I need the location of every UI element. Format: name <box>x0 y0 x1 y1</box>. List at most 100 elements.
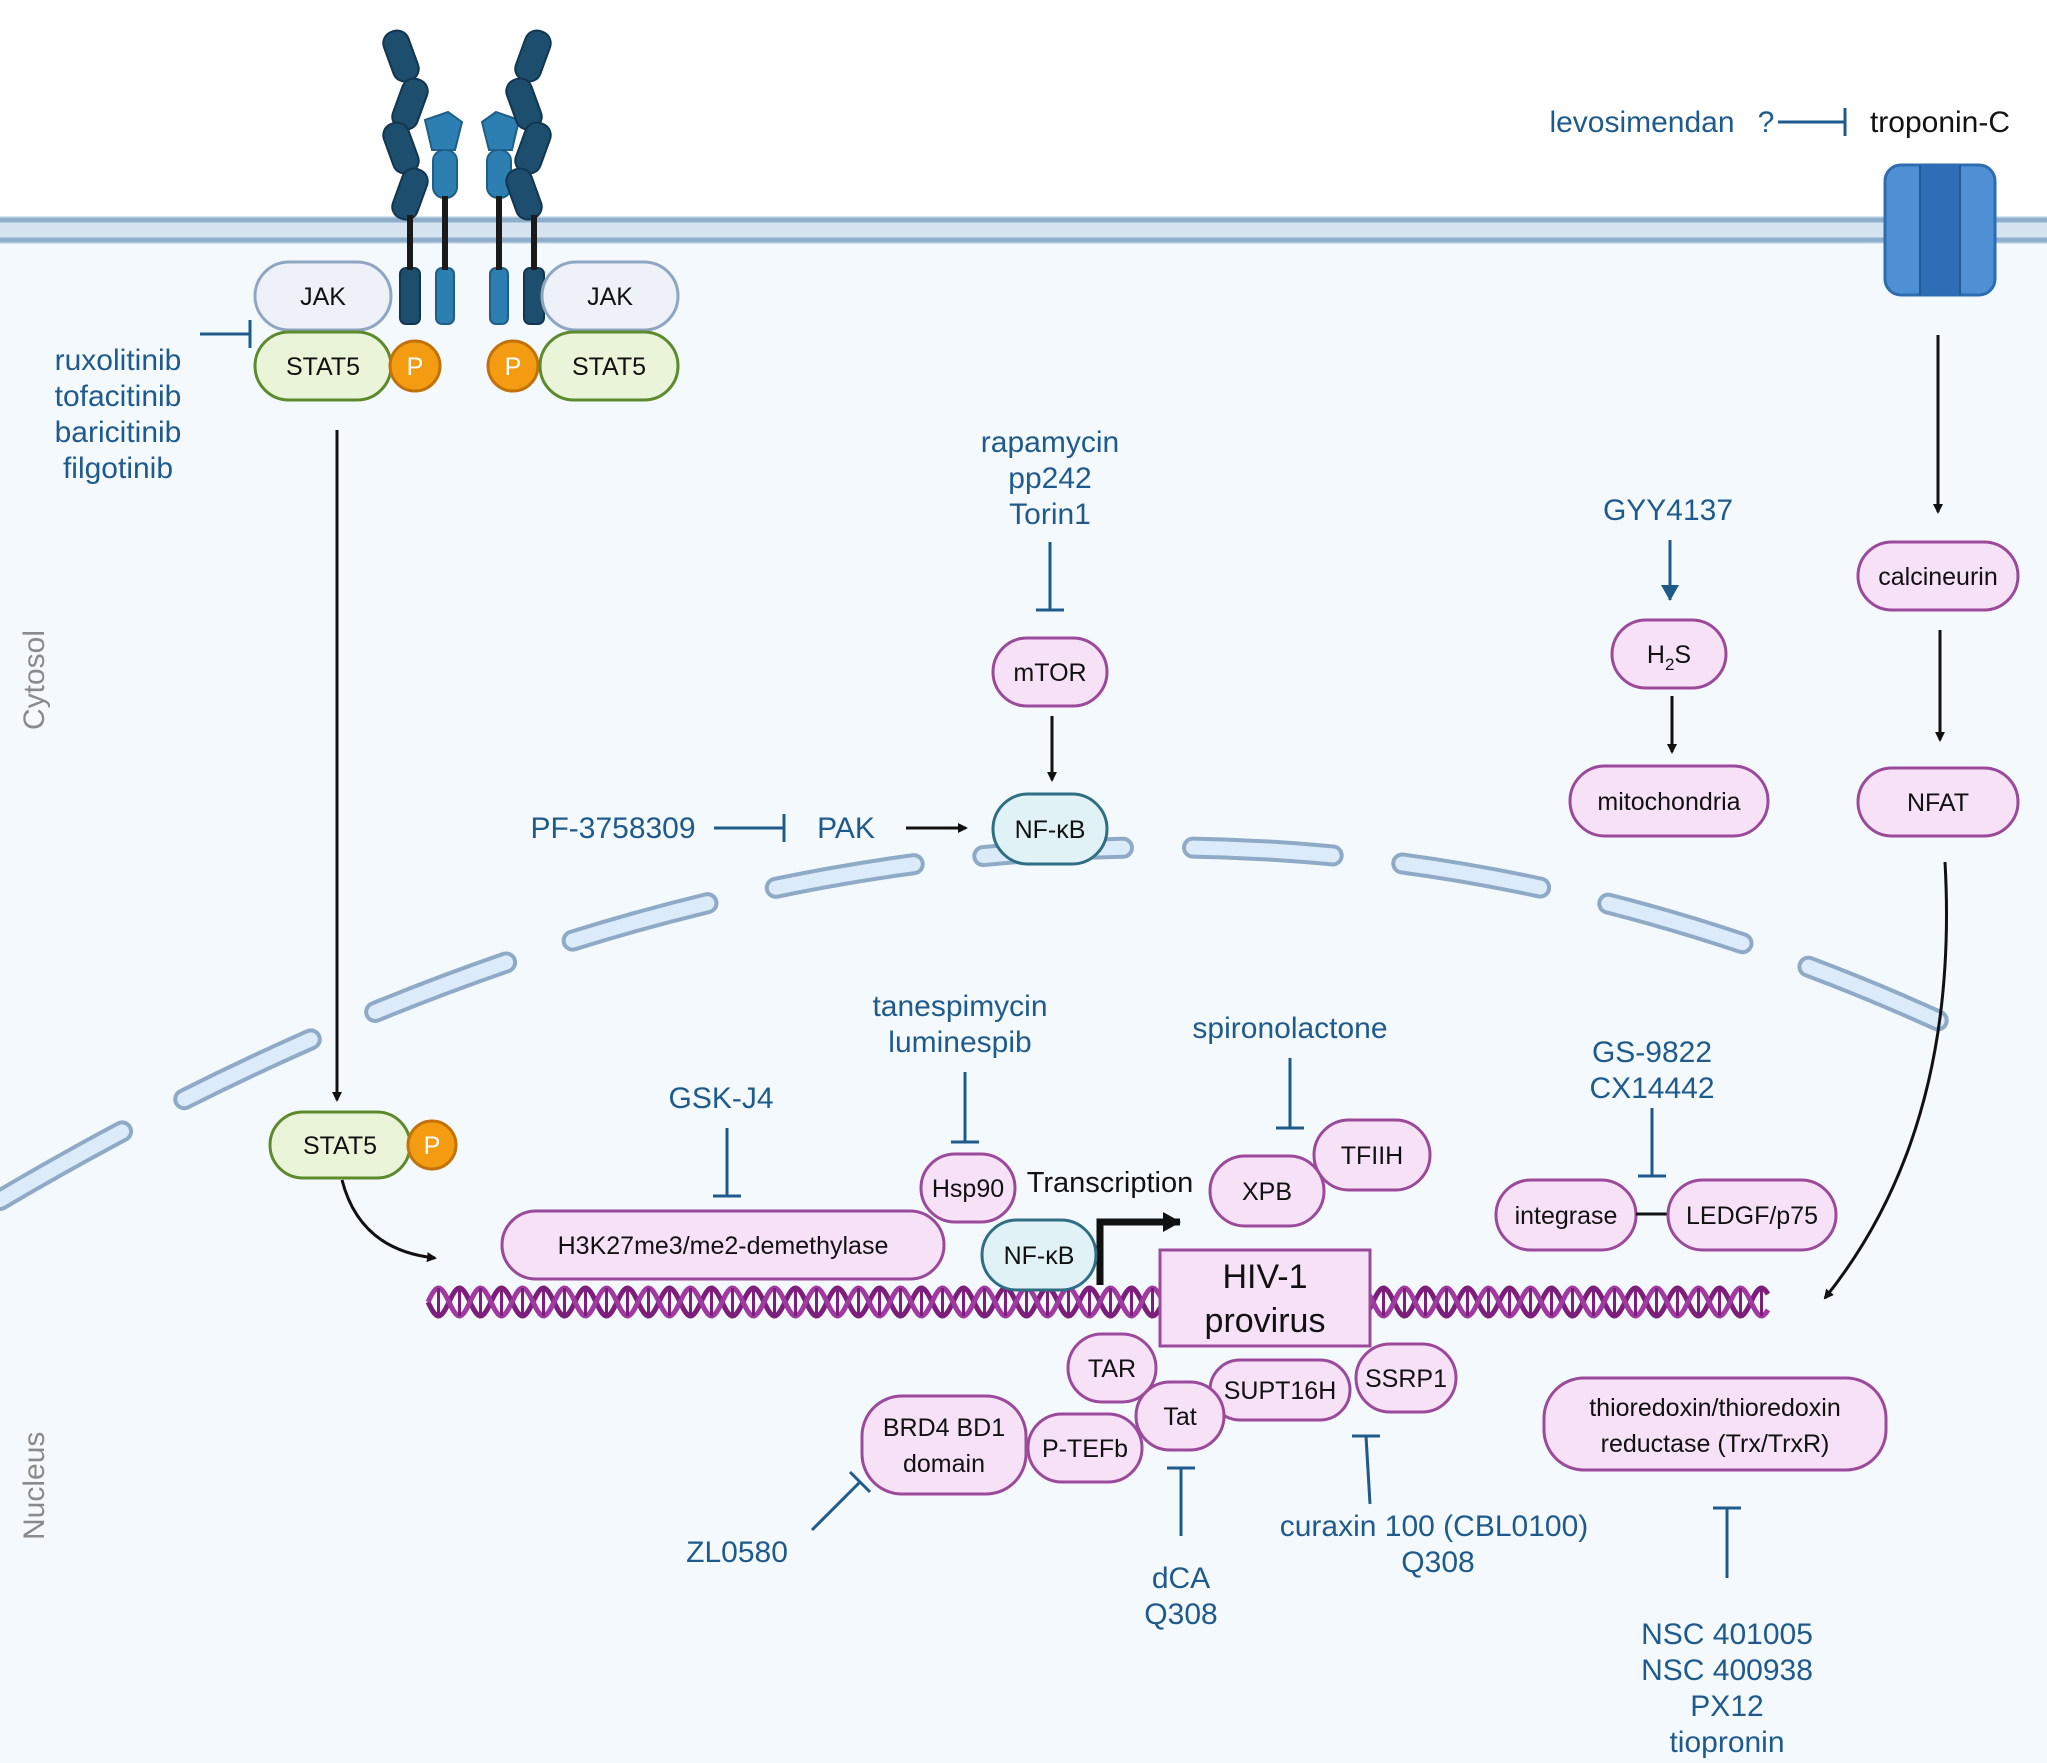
gsk-j4-inhibition-line <box>713 1128 741 1198</box>
phospho-left-node: P <box>388 339 442 393</box>
drug-zl0580: ZL0580 <box>686 1536 788 1569</box>
phospho-right-node: P <box>486 339 540 393</box>
trx-inhibition-line <box>1713 1506 1741 1578</box>
drug-gyy4137: GYY4137 <box>1603 494 1733 527</box>
calcineurin-node: calcineurin <box>1856 540 2020 612</box>
drug-levosimendan: levosimendan <box>1549 106 1734 139</box>
h2s-node: H2S <box>1610 618 1728 690</box>
svg-text:thioredoxin/thioredoxin: thioredoxin/thioredoxin <box>1589 1394 1841 1422</box>
svg-text:P: P <box>505 353 522 381</box>
svg-text:H2S: H2S <box>1647 641 1691 674</box>
drug-nsc-400938: NSC 400938 <box>1641 1654 1813 1687</box>
tat-inhibition-line <box>1167 1466 1195 1536</box>
jak-right-node: JAK <box>540 260 680 332</box>
drug-luminespib: luminespib <box>888 1026 1031 1059</box>
ptefb-node: P-TEFb <box>1026 1412 1144 1484</box>
svg-text:P-TEFb: P-TEFb <box>1042 1435 1128 1463</box>
svg-text:JAK: JAK <box>587 283 633 311</box>
mtor-inhibition-line <box>1036 542 1064 612</box>
svg-text:NF-κB: NF-κB <box>1004 1242 1075 1270</box>
svg-text:TFIIH: TFIIH <box>1341 1142 1404 1170</box>
svg-text:NF-κB: NF-κB <box>1015 816 1086 844</box>
cytosol-nfkb-node: NF-κB <box>991 792 1109 866</box>
ledgf-inhibition-line <box>1638 1108 1666 1178</box>
svg-text:XPB: XPB <box>1242 1178 1292 1206</box>
svg-text:TAR: TAR <box>1088 1355 1136 1383</box>
transcription-start-arrow <box>1096 1212 1181 1285</box>
tat-node: Tat <box>1134 1380 1226 1452</box>
levosimendan-inhibition-line <box>1778 108 1847 136</box>
drug-pp242: pp242 <box>1008 462 1091 495</box>
drug-filgotinib: filgotinib <box>63 452 173 485</box>
svg-text:reductase (Trx/TrxR): reductase (Trx/TrxR) <box>1601 1430 1830 1458</box>
mtor-node: mTOR <box>991 636 1109 708</box>
ledgf-node: LEDGF/p75 <box>1666 1178 1838 1252</box>
drug-pf-3758309: PF-3758309 <box>530 812 695 845</box>
svg-text:NFAT: NFAT <box>1907 789 1969 817</box>
mtor-inhibitor-list: rapamycin pp242 Torin1 <box>981 426 1119 531</box>
svg-text:STAT5: STAT5 <box>286 353 360 381</box>
drug-gsk-j4: GSK-J4 <box>668 1082 773 1115</box>
hsp90-inhibition-line <box>951 1072 979 1144</box>
transcription-label: Transcription <box>1027 1167 1194 1199</box>
spironolactone-inhibition-line <box>1276 1058 1304 1130</box>
nuclear-nfkb-node: NF-κB <box>980 1218 1098 1292</box>
svg-text:LEDGF/p75: LEDGF/p75 <box>1686 1202 1818 1230</box>
svg-text:integrase: integrase <box>1515 1202 1618 1230</box>
demethylase-node: H3K27me3/me2-demethylase <box>500 1209 946 1281</box>
nuclear-stat5-node: STAT5 <box>268 1110 412 1180</box>
hsp90-inhibitor-list: tanespimycin luminespib <box>872 990 1047 1059</box>
troponin-c-label: troponin-C <box>1870 106 2010 139</box>
drug-torin1: Torin1 <box>1009 498 1091 531</box>
tat-inhibitor-list: dCA Q308 <box>1144 1562 1217 1631</box>
cytokine-receptor <box>382 29 552 325</box>
drug-rapamycin: rapamycin <box>981 426 1119 459</box>
drug-px12: PX12 <box>1690 1690 1763 1723</box>
drug-tofacitinib: tofacitinib <box>55 380 182 413</box>
svg-text:domain: domain <box>903 1450 985 1478</box>
drug-ruxolitinib: ruxolitinib <box>55 344 182 377</box>
ion-channel <box>1883 163 1997 297</box>
svg-text:mTOR: mTOR <box>1013 659 1086 687</box>
svg-text:SUPT16H: SUPT16H <box>1224 1377 1337 1405</box>
ssrp1-node: SSRP1 <box>1354 1342 1458 1414</box>
svg-text:SSRP1: SSRP1 <box>1365 1365 1447 1393</box>
svg-text:H3K27me3/me2-demethylase: H3K27me3/me2-demethylase <box>558 1232 889 1260</box>
svg-text:STAT5: STAT5 <box>572 353 646 381</box>
svg-text:P: P <box>424 1132 441 1160</box>
pak-label: PAK <box>817 812 875 845</box>
svg-text:mitochondria: mitochondria <box>1597 788 1740 816</box>
dna-helix <box>425 1285 1771 1319</box>
trx-inhibitor-list: NSC 401005 NSC 400938 PX12 tiopronin <box>1641 1618 1813 1759</box>
jak-inhibition-line <box>200 320 252 348</box>
nuclear-phospho-node: P <box>406 1119 458 1171</box>
nucleus-label: Nucleus <box>18 1432 51 1540</box>
drug-curaxin-100: curaxin 100 (CBL0100) <box>1280 1510 1589 1543</box>
drug-dca: dCA <box>1152 1562 1210 1595</box>
svg-text:JAK: JAK <box>300 283 346 311</box>
brd4-node: BRD4 BD1 domain <box>860 1394 1028 1496</box>
pak-inhibition-line <box>714 814 786 842</box>
hsp90-node: Hsp90 <box>919 1152 1017 1224</box>
svg-text:STAT5: STAT5 <box>303 1132 377 1160</box>
cytosol-background <box>0 230 2047 1763</box>
svg-text:calcineurin: calcineurin <box>1878 563 1998 591</box>
trx-node: thioredoxin/thioredoxin reductase (Trx/T… <box>1542 1376 1888 1472</box>
supt16h-node: SUPT16H <box>1208 1358 1352 1422</box>
svg-text:Tat: Tat <box>1163 1403 1196 1431</box>
tfiih-node: TFIIH <box>1312 1118 1432 1192</box>
question-mark: ? <box>1758 106 1775 139</box>
svg-text:BRD4 BD1: BRD4 BD1 <box>883 1414 1005 1442</box>
stat5-to-dna-arrow <box>340 1179 437 1263</box>
cytosol-label: Cytosol <box>18 630 51 730</box>
xpb-node: XPB <box>1208 1154 1326 1228</box>
svg-text:Hsp90: Hsp90 <box>932 1175 1004 1203</box>
tar-node: TAR <box>1066 1332 1158 1404</box>
plasma-membrane <box>0 216 2047 244</box>
drug-nsc-401005: NSC 401005 <box>1641 1618 1813 1651</box>
fact-inhibitor-list: curaxin 100 (CBL0100) Q308 <box>1280 1510 1589 1579</box>
drug-q308-fact: Q308 <box>1401 1546 1474 1579</box>
drug-gs-9822: GS-9822 <box>1592 1036 1712 1069</box>
hiv-provirus-box: HIV-1 provirus <box>1158 1248 1372 1348</box>
